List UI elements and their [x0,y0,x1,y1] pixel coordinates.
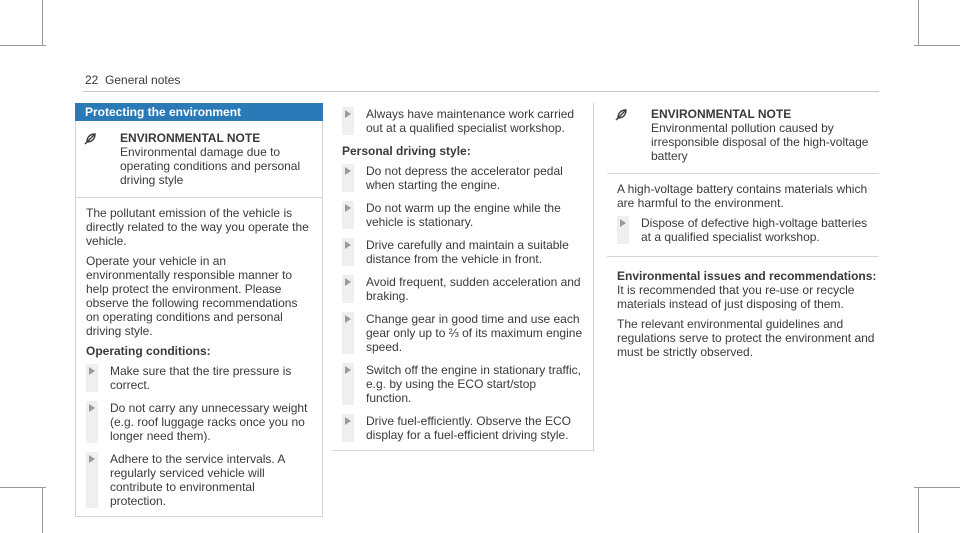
list-item: Switch off the engine in stationary traf… [342,363,583,405]
crop-mark [918,487,919,533]
crop-mark [0,487,46,488]
crop-mark [42,0,43,46]
note-text: ENVIRONMENTAL NOTE Environmental damage … [120,131,312,187]
content-box: ENVIRONMENTAL NOTE Environmental damage … [75,121,323,517]
crop-mark [914,45,960,46]
environment-icon [615,109,627,121]
arrow-icon [345,366,351,374]
arrow-icon [89,404,95,412]
subheading: Environmental issues and recommendations… [617,269,877,283]
list-item: Do not warm up the engine while the vehi… [342,201,583,229]
section-title-bar: Protecting the environment [75,103,323,121]
list-item: Always have maintenance work carried out… [342,107,583,135]
arrow-icon [89,455,95,463]
note-text: ENVIRONMENTAL NOTE Environmental polluti… [651,107,869,163]
note-body: Environmental pollution caused by irresp… [651,121,869,163]
arrow-icon [345,278,351,286]
header-section-title: General notes [105,73,181,87]
arrow-icon [345,315,351,323]
note-body: Environmental damage due to operating co… [120,145,301,187]
environmental-note: ENVIRONMENTAL NOTE Environmental polluti… [607,103,879,174]
list-item: Do not depress the accelerator pedal whe… [342,164,583,192]
crop-mark [918,0,919,46]
paragraph: A high-voltage battery contains material… [617,182,868,210]
arrow-icon [89,367,95,375]
crop-mark [42,487,43,533]
content-box: ENVIRONMENTAL NOTE Environmental polluti… [607,103,879,257]
paragraph: The relevant environmental guidelines an… [617,317,875,359]
arrow-icon [345,417,351,425]
arrow-icon [345,241,351,249]
subheading: Operating conditions: [86,344,211,358]
note-heading: ENVIRONMENTAL NOTE [651,107,792,121]
note-heading: ENVIRONMENTAL NOTE [120,131,261,145]
list-item: Dispose of defective high-voltage batter… [617,216,869,244]
environmental-note: ENVIRONMENTAL NOTE Environmental damage … [76,121,322,198]
paragraph: The pollutant emission of the vehicle is… [86,206,309,248]
arrow-icon [620,219,626,227]
page-number: 22 [85,73,99,87]
list-item: Avoid frequent, sudden acceleration and … [342,275,583,303]
column-1: Protecting the environment ENVIRONMENTAL… [75,103,323,517]
page-header: 22 General notes [85,73,180,87]
crop-mark [914,487,960,488]
paragraph: It is recommended that you re-use or rec… [617,283,855,311]
header-rule [83,91,879,92]
arrow-icon [345,167,351,175]
list-item: Make sure that the tire pressure is corr… [86,364,312,392]
paragraph: Operate your vehicle in an environmental… [86,254,298,338]
list-item: Change gear in good time and use each ge… [342,312,583,354]
crop-mark [0,45,46,46]
column-3: ENVIRONMENTAL NOTE Environmental polluti… [607,103,879,365]
content-box: Always have maintenance work carried out… [332,103,594,451]
subheading: Personal driving style: [342,144,471,158]
arrow-icon [345,204,351,212]
environment-icon [84,133,96,145]
column-2: Always have maintenance work carried out… [332,103,594,451]
list-item: Adhere to the service intervals. A regul… [86,452,312,508]
list-item: Drive fuel-efficiently. Observe the ECO … [342,414,583,442]
list-item: Do not carry any unnecessary weight (e.g… [86,401,312,443]
arrow-icon [345,110,351,118]
list-item: Drive carefully and maintain a suitable … [342,238,583,266]
